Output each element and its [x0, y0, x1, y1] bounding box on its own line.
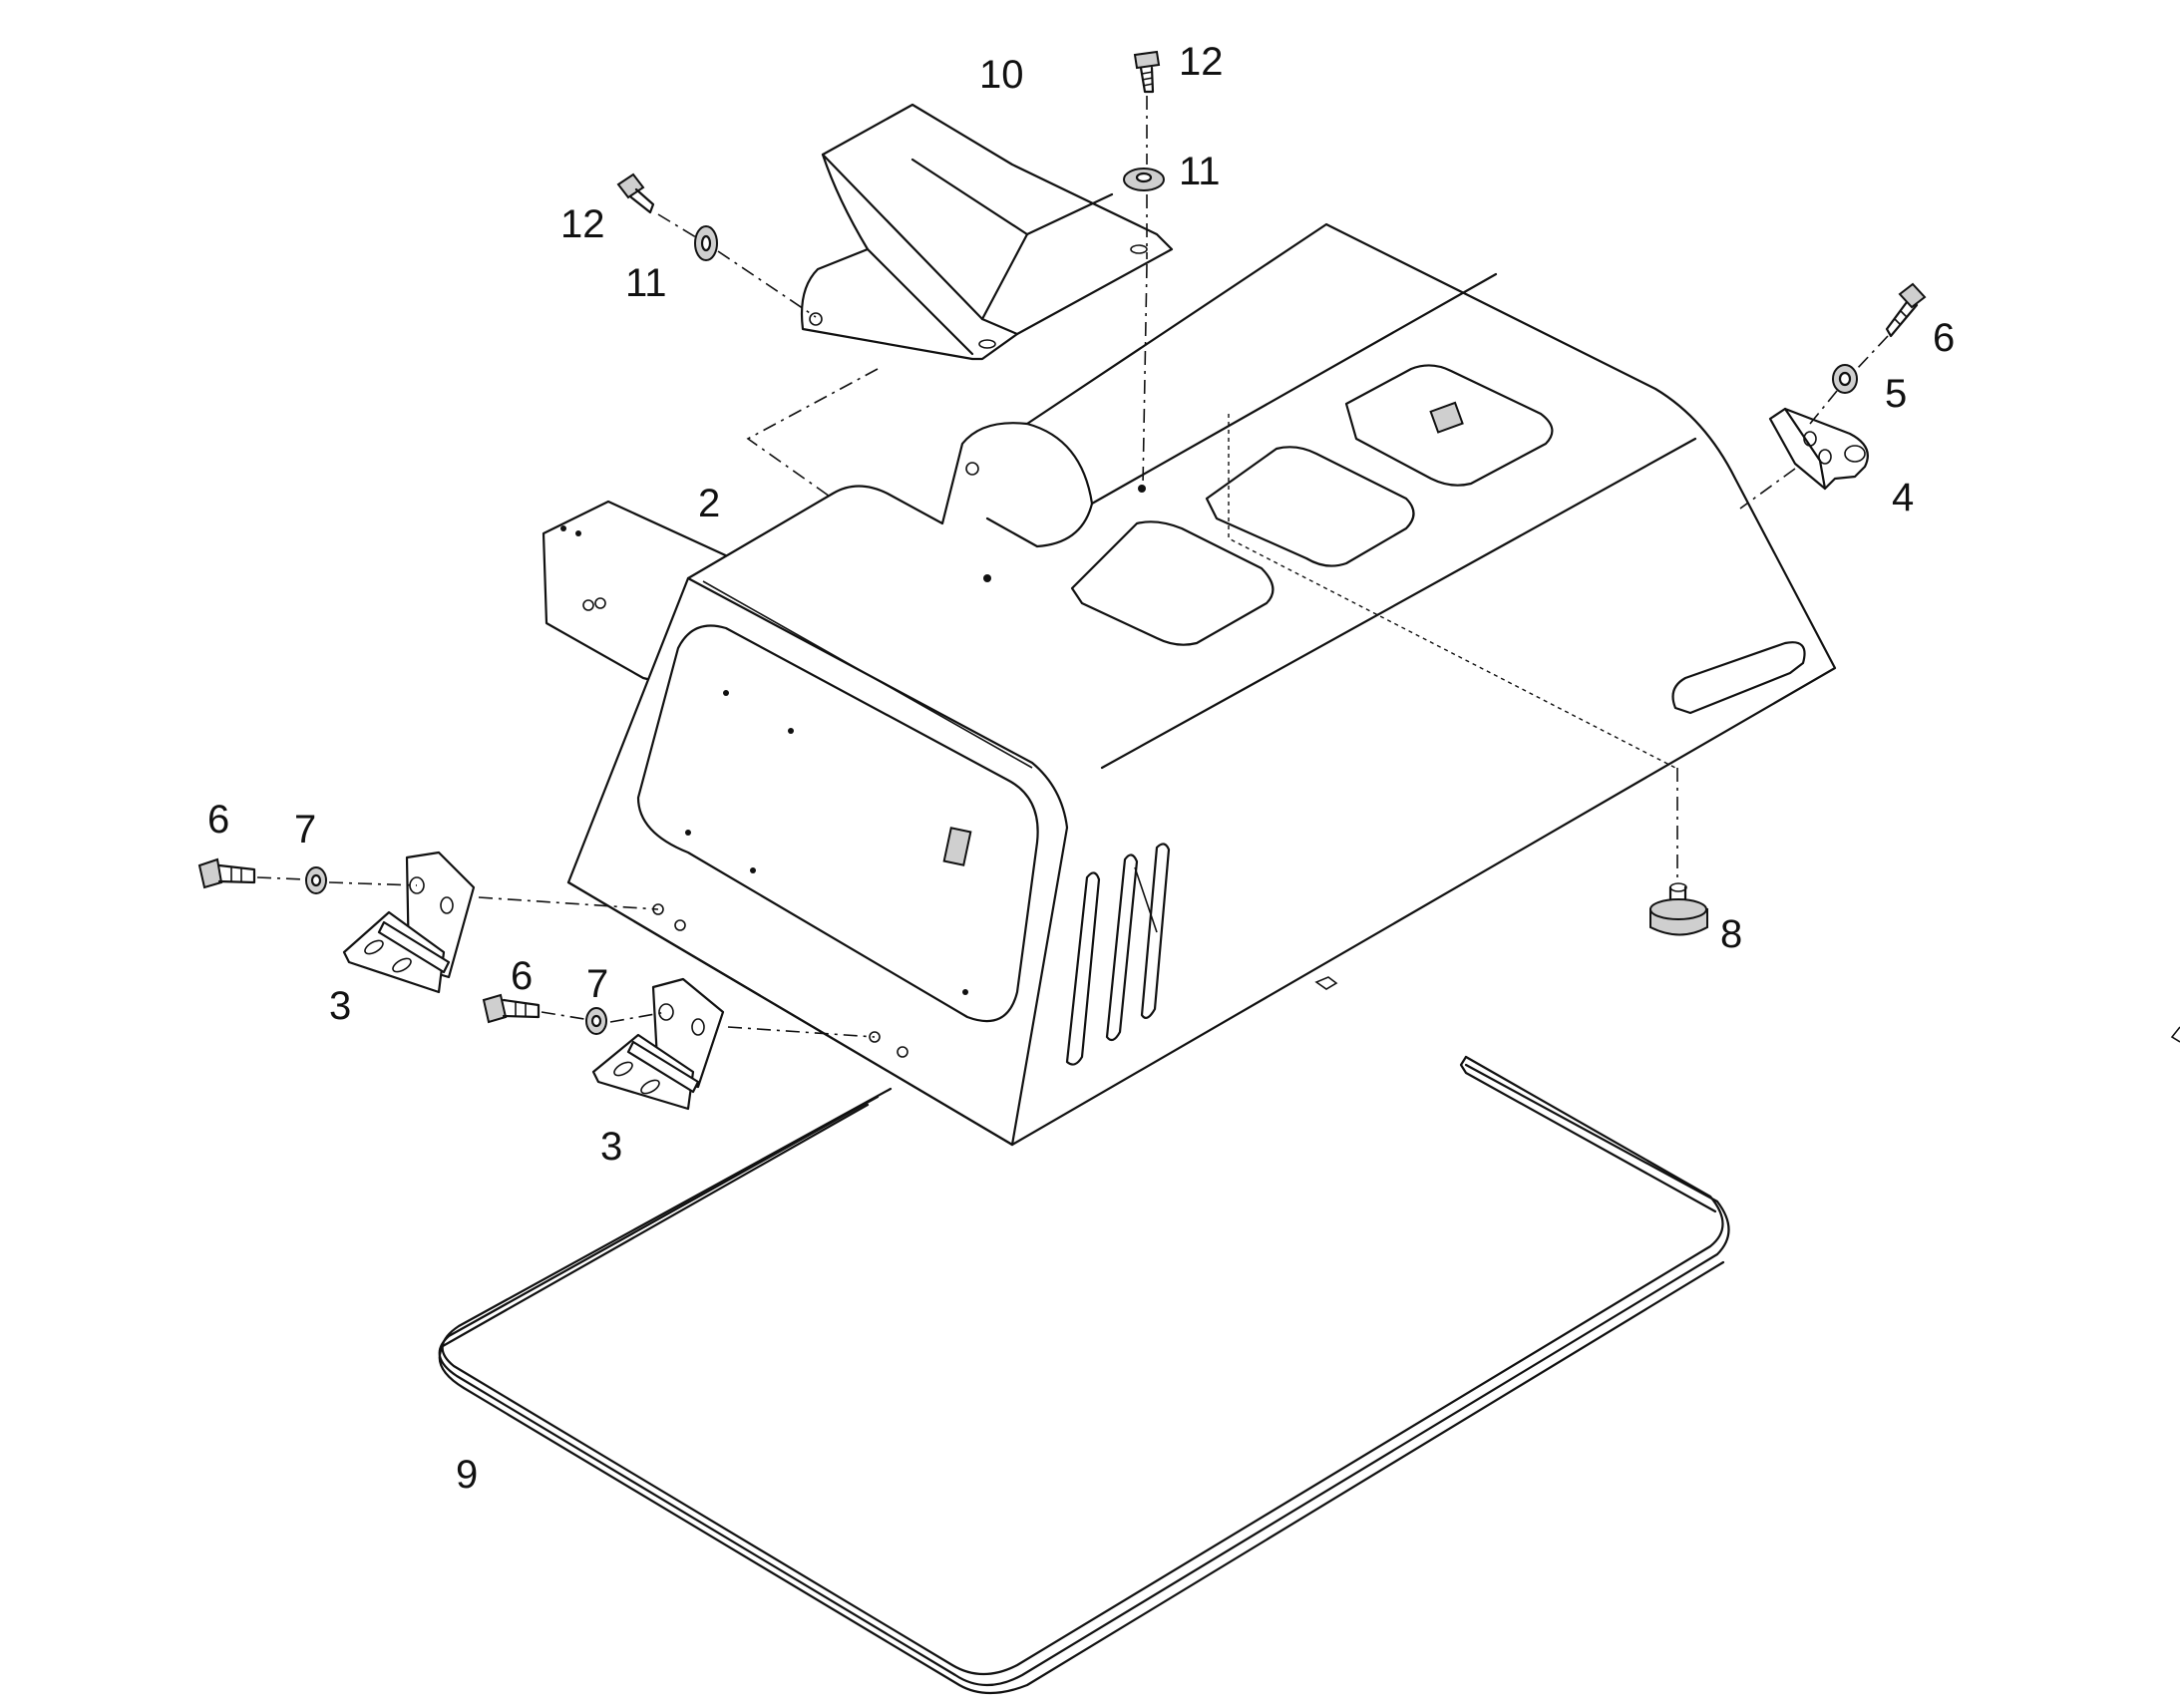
bolt-part-6-right: [1885, 282, 1927, 338]
callout-6-middle: 6: [511, 954, 533, 998]
washer-part-7-left: [305, 866, 327, 894]
bolt-part-12-left: [616, 172, 655, 214]
bolt-part-6-middle: [482, 993, 541, 1024]
callout-2: 2: [698, 482, 720, 525]
callout-labels: 10 12 11 12 11 6 5 4 2 6 7 3 6 7 3 8 9: [207, 40, 1955, 1497]
hood-part-10: [800, 103, 1174, 361]
callout-12-left: 12: [560, 202, 605, 246]
washer-part-11-top: [1123, 168, 1165, 191]
callout-6-right: 6: [1933, 316, 1955, 360]
hinge-part-3-right: [591, 977, 725, 1111]
seal-frame-part-9: [438, 1055, 1730, 1695]
washer-part-11-left: [694, 225, 718, 261]
callout-4: 4: [1892, 476, 1914, 519]
cover-housing-part-2: [542, 222, 1837, 1147]
callout-5: 5: [1885, 372, 1907, 416]
callout-8: 8: [1720, 912, 1742, 956]
callout-7-left: 7: [294, 808, 316, 852]
foot-part-8: [1649, 882, 1708, 936]
callout-9: 9: [456, 1453, 478, 1497]
callout-3-right: 3: [600, 1125, 622, 1169]
callout-7-middle: 7: [586, 962, 608, 1006]
callout-6-left: 6: [207, 798, 229, 842]
callout-12-top: 12: [1179, 40, 1224, 84]
callout-3-left: 3: [329, 984, 351, 1028]
callout-11-top: 11: [1179, 150, 1221, 193]
hinge-part-3-left: [342, 851, 476, 994]
bolt-part-12-top: [1133, 50, 1161, 94]
bracket-part-4: [1768, 407, 1869, 491]
bolt-part-6-left: [197, 857, 256, 889]
washer-part-7-middle: [585, 1007, 607, 1035]
callout-10: 10: [979, 53, 1024, 97]
callout-11-left: 11: [625, 261, 667, 305]
washer-part-5: [1832, 364, 1858, 394]
